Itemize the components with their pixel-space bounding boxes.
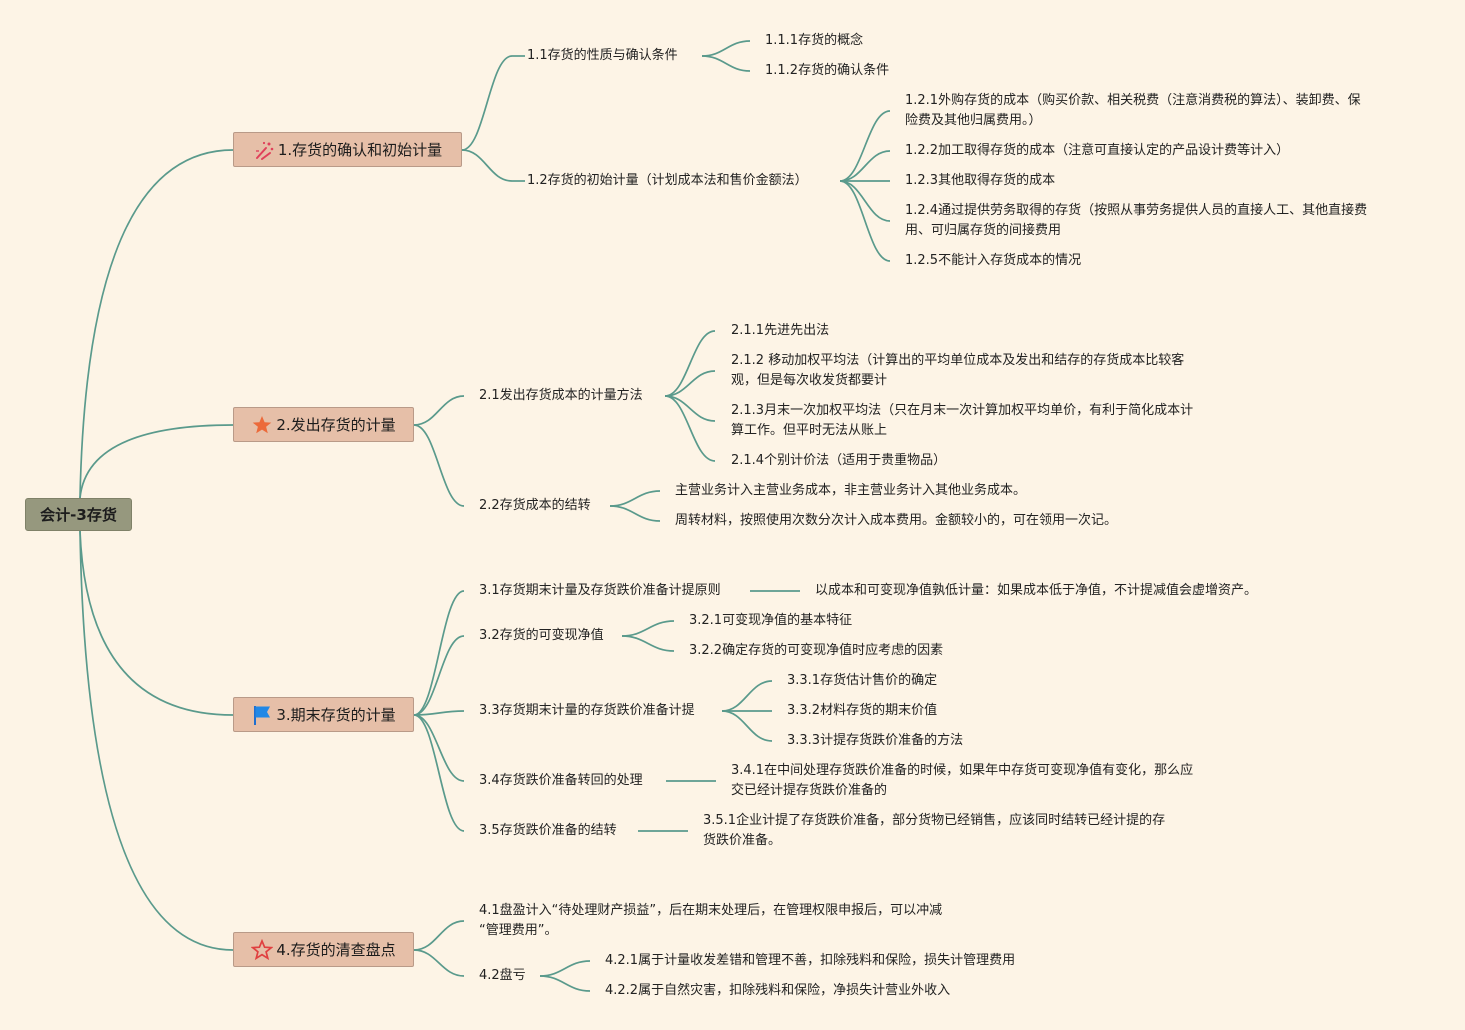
star-outline-icon: [250, 938, 274, 961]
subtopic[interactable]: 3.1存货期末计量及存货跌价准备计提原则: [479, 583, 721, 598]
topic-label: 2.发出存货的计量: [276, 416, 396, 434]
leaf-line: 2.1.3月末一次加权平均法（只在月末一次计算加权平均单价，有利于简化成本计: [731, 403, 1194, 418]
leaf[interactable]: 周转材料，按照使用次数分次计入成本费用。金额较小的，可在领用一次记。: [675, 513, 1118, 528]
connector: [839, 180, 891, 262]
connector: [664, 330, 716, 397]
connector: [79, 424, 234, 499]
root-topic[interactable]: 会计-3存货: [25, 498, 132, 531]
topic-issue-measurement[interactable]: 2.发出存货的计量: [233, 407, 414, 442]
leaf[interactable]: 1.1.2存货的确认条件: [765, 63, 890, 78]
leaf[interactable]: 3.2.1可变现净值的基本特征: [689, 613, 853, 628]
leaf[interactable]: 1.2.1外购存货的成本（购买价款、相关税费（注意消费税的算法）、装卸费、保 险…: [905, 91, 1361, 131]
connector: [609, 490, 661, 507]
connector: [413, 949, 465, 977]
leaf-line: 3.4.1在中间处理存货跌价准备的时候，如果年中存货可变现净值有变化，那么应: [731, 763, 1194, 778]
topic-label: 1.存货的确认和初始计量: [277, 141, 443, 159]
leaf[interactable]: 4.2.1属于计量收发差错和管理不善，扣除残料和保险，损失计管理费用: [605, 953, 1016, 968]
connector: [721, 680, 773, 712]
subtopic[interactable]: 1.1存货的性质与确认条件: [527, 48, 678, 63]
subtopic[interactable]: 2.2存货成本的结转: [479, 498, 591, 513]
leaf-line: 货跌价准备。: [703, 833, 782, 848]
topic-period-end-measurement[interactable]: 3.期末存货的计量: [233, 697, 414, 732]
subtopic[interactable]: 3.5存货跌价准备的结转: [479, 823, 617, 838]
leaf[interactable]: 1.2.5不能计入存货成本的情况: [905, 253, 1082, 268]
connector: [539, 960, 591, 977]
leaf-line: 2.1.2 移动加权平均法（计算出的平均单位成本及发出和结存的存货成本比较客: [731, 353, 1185, 368]
connector: [413, 710, 465, 716]
leaf[interactable]: 1.2.4通过提供劳务取得的存货（按照从事劳务提供人员的直接人工、其他直接费 用…: [905, 201, 1367, 241]
leaf-line: 3.5.1企业计提了存货跌价准备，部分货物已经销售，应该同时结转已经计提的存: [703, 813, 1166, 828]
subtopic[interactable]: 3.2存货的可变现净值: [479, 628, 604, 643]
leaf[interactable]: 1.1.1存货的概念: [765, 33, 864, 48]
subtopic-line: 4.1盘盈计入“待处理财产损益”，后在期末处理后，在管理权限申报后，可以冲减: [479, 903, 943, 918]
leaf[interactable]: 3.4.1在中间处理存货跌价准备的时候，如果年中存货可变现净值有变化，那么应 交…: [731, 761, 1193, 801]
connector: [701, 40, 751, 57]
topic-initial-measurement[interactable]: 1.存货的确认和初始计量: [233, 132, 462, 167]
topic-label: 3.期末存货的计量: [276, 706, 396, 724]
leaf[interactable]: 3.5.1企业计提了存货跌价准备，部分货物已经销售，应该同时结转已经计提的存 货…: [703, 811, 1165, 851]
subtopic-line: “管理费用”。: [479, 923, 558, 938]
connector: [609, 505, 661, 522]
subtopic[interactable]: 2.1发出存货成本的计量方法: [479, 388, 643, 403]
leaf-line: 1.2.1外购存货的成本（购买价款、相关税费（注意消费税的算法）、装卸费、保: [905, 93, 1361, 108]
connector: [413, 920, 465, 951]
connector: [721, 710, 773, 742]
leaf[interactable]: 1.2.2加工取得存货的成本（注意可直接认定的产品设计费等计入）: [905, 143, 1290, 158]
connector: [413, 635, 465, 716]
connector: [664, 370, 716, 397]
connector: [413, 424, 465, 507]
leaf[interactable]: 3.3.3计提存货跌价准备的方法: [787, 733, 964, 748]
leaf[interactable]: 以成本和可变现净值孰低计量：如果成本低于净值，不计提减值会虚增资产。: [815, 583, 1258, 598]
connector: [701, 55, 751, 72]
connector: [839, 150, 891, 182]
subtopic[interactable]: 3.3存货期末计量的存货跌价准备计提: [479, 703, 695, 718]
flag-icon: [251, 704, 273, 726]
connector: [413, 590, 465, 716]
subtopic[interactable]: 1.2存货的初始计量（计划成本法和售价金额法）: [527, 173, 808, 188]
connector: [79, 530, 234, 716]
leaf[interactable]: 3.3.1存货估计售价的确定: [787, 673, 938, 688]
connector: [621, 620, 675, 637]
subtopic[interactable]: 4.2盘亏: [479, 968, 526, 983]
leaf[interactable]: 2.1.4个别计价法（适用于贵重物品）: [731, 453, 947, 468]
leaf-line: 险费及其他归属费用。）: [905, 113, 1042, 128]
connector: [461, 149, 513, 182]
connector: [413, 714, 465, 782]
connector: [839, 110, 891, 182]
leaf[interactable]: 3.2.2确定存货的可变现净值时应考虑的因素: [689, 643, 944, 658]
subtopic[interactable]: 3.4存货跌价准备转回的处理: [479, 773, 643, 788]
connector: [413, 395, 465, 426]
leaf[interactable]: 2.1.1先进先出法: [731, 323, 830, 338]
topic-inventory-count[interactable]: 4.存货的清查盘点: [233, 932, 414, 967]
connector: [664, 395, 716, 462]
connector: [539, 975, 591, 992]
leaf[interactable]: 3.3.2材料存货的期末价值: [787, 703, 938, 718]
connector: [839, 180, 891, 222]
leaf[interactable]: 4.2.2属于自然灾害，扣除残料和保险，净损失计营业外收入: [605, 983, 951, 998]
leaf-line: 1.2.4通过提供劳务取得的存货（按照从事劳务提供人员的直接人工、其他直接费: [905, 203, 1368, 218]
leaf-line: 交已经计提存货跌价准备的: [731, 783, 888, 798]
connector: [79, 149, 234, 499]
leaf-line: 算工作。但平时无法从账上: [731, 423, 888, 438]
star-filled-icon: [251, 414, 273, 436]
topic-label: 4.存货的清查盘点: [276, 941, 396, 959]
leaf-line: 用、可归属存货的间接费用: [905, 223, 1062, 238]
subtopic[interactable]: 4.1盘盈计入“待处理财产损益”，后在期末处理后，在管理权限申报后，可以冲减 “…: [479, 901, 942, 941]
fireworks-icon: [253, 139, 275, 161]
connector: [79, 530, 234, 951]
leaf[interactable]: 2.1.2 移动加权平均法（计算出的平均单位成本及发出和结存的存货成本比较客 观…: [731, 351, 1184, 391]
connector: [461, 55, 513, 151]
leaf[interactable]: 1.2.3其他取得存货的成本: [905, 173, 1056, 188]
connector: [621, 635, 675, 652]
leaf[interactable]: 2.1.3月末一次加权平均法（只在月末一次计算加权平均单价，有利于简化成本计 算…: [731, 401, 1193, 441]
connector: [413, 714, 465, 832]
leaf[interactable]: 主营业务计入主营业务成本，非主营业务计入其他业务成本。: [675, 483, 1027, 498]
leaf-line: 观，但是每次收发货都要计: [731, 373, 888, 388]
